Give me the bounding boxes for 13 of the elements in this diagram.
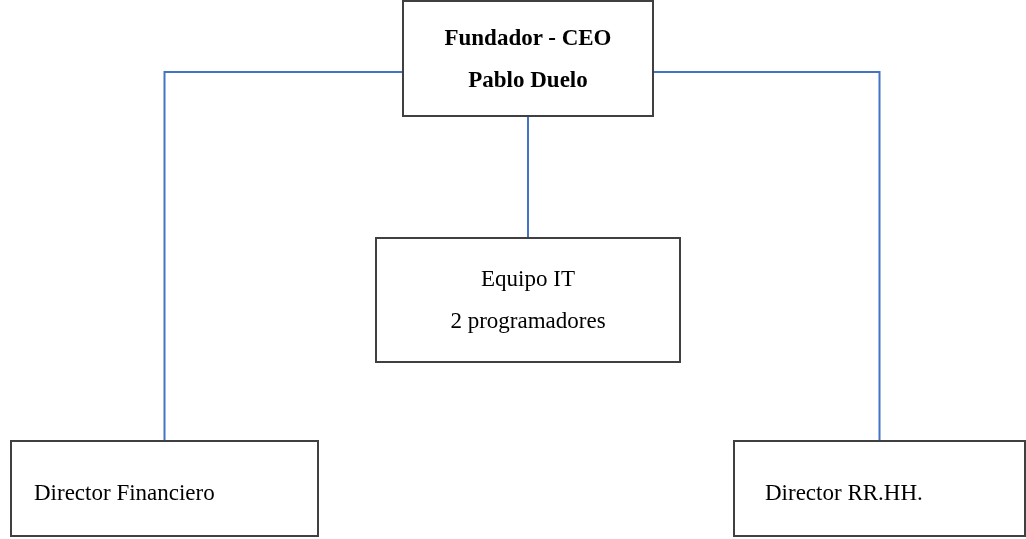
box-title: Director RR.HH. bbox=[765, 479, 923, 507]
box-title: Equipo IT bbox=[481, 265, 575, 293]
connector-line bbox=[653, 71, 881, 441]
role-title: Fundador - CEO bbox=[444, 23, 612, 52]
org-box bbox=[402, 0, 654, 117]
person-name: Pablo Duelo bbox=[468, 65, 588, 94]
connector-line bbox=[527, 116, 529, 238]
box-title: Director Financiero bbox=[34, 479, 215, 507]
org-box bbox=[375, 237, 681, 363]
org-box bbox=[10, 440, 319, 537]
box-text: 2 programadores bbox=[450, 307, 606, 335]
org-box bbox=[733, 440, 1026, 537]
connector-line bbox=[163, 71, 403, 441]
